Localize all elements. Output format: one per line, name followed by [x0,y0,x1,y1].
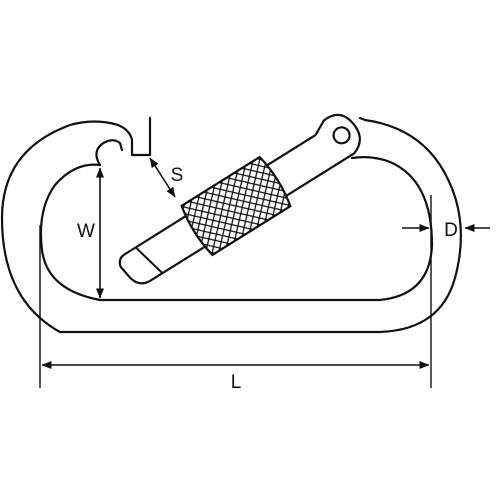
body-inner-outline [39,156,434,302]
gate-rod-lower [118,214,208,285]
dimension-s [149,157,176,198]
knurled-sleeve [179,155,293,257]
nose-notch [95,139,124,167]
gate [118,113,361,285]
gate-tip-line [135,246,164,274]
label-l: L [231,372,242,393]
dimension-l [39,225,430,388]
body-outer-outline [0,116,462,334]
label-s: S [171,165,184,186]
label-w: W [77,221,95,242]
label-d: D [444,220,458,241]
hinge-pin [332,126,351,145]
dimension-d [402,195,490,388]
